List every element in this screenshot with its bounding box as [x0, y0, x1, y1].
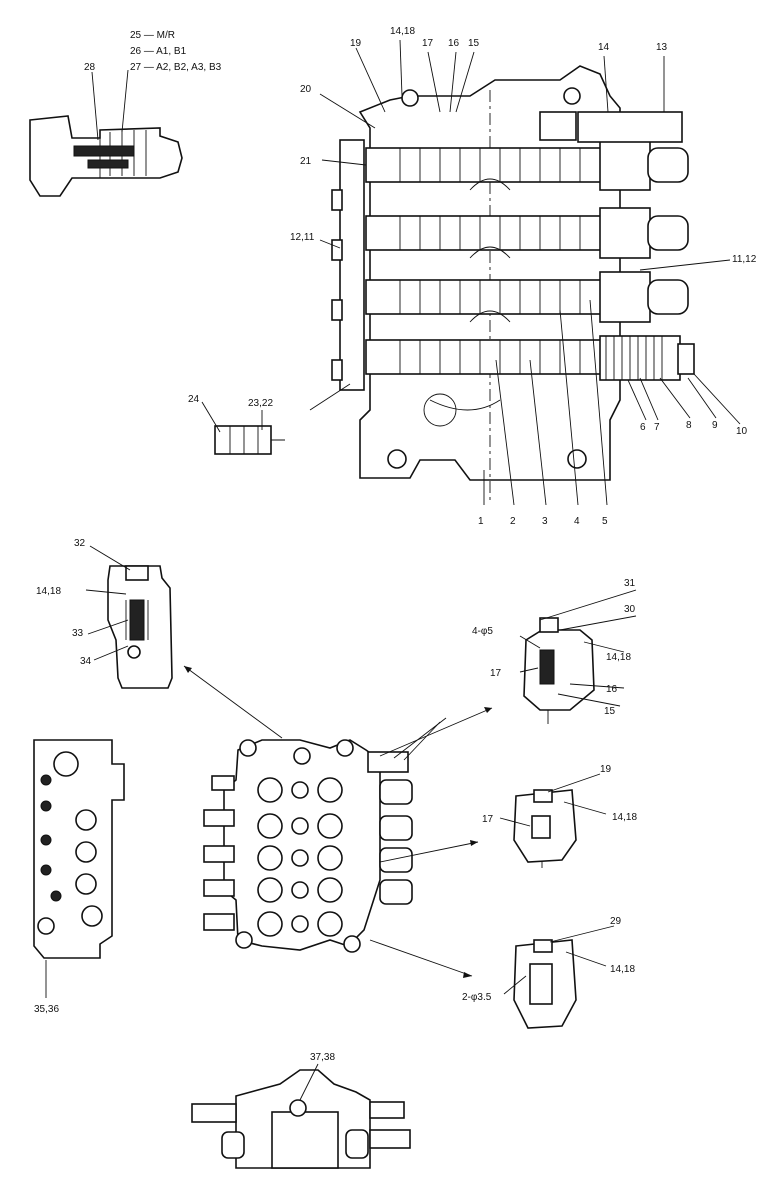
relief-valve-detail [29, 69, 183, 197]
callout-14-18-b: 14,18 [36, 586, 61, 597]
callout-9: 9 [712, 420, 718, 431]
callout-2-phi35: 2-φ3.5 [462, 992, 492, 1003]
callout-3: 3 [542, 516, 548, 527]
callout-14-18-e: 14,18 [610, 964, 635, 975]
callout-28: 28 [84, 62, 96, 73]
callout-14: 14 [598, 42, 610, 53]
reference-arrows [183, 665, 493, 978]
callout-6: 6 [640, 422, 646, 433]
callout-19: 19 [350, 38, 362, 49]
callout-35-36: 35,36 [34, 1004, 59, 1015]
callout-16-c: 16 [606, 684, 618, 695]
callout-5: 5 [602, 516, 608, 527]
callout-7: 7 [654, 422, 660, 433]
section-detail-right-lower [503, 925, 615, 1029]
callout-13: 13 [656, 42, 668, 53]
callout-16: 16 [448, 38, 460, 49]
callout-8: 8 [686, 420, 692, 431]
callout-4-phi5: 4-φ5 [472, 626, 493, 637]
callout-14-18-top: 14,18 [390, 26, 415, 37]
callout-2: 2 [510, 516, 516, 527]
spool-row-3 [365, 271, 689, 323]
callout-21: 21 [300, 156, 312, 167]
callout-33: 33 [72, 628, 84, 639]
bottom-view [191, 1063, 411, 1169]
callout-15: 15 [468, 38, 480, 49]
callout-14-18-c: 14,18 [606, 652, 631, 663]
callout-37-38: 37,38 [310, 1052, 335, 1063]
callout-24: 24 [188, 394, 200, 405]
side-view [33, 739, 125, 998]
spool-row-1 [365, 139, 689, 191]
section-detail-right-upper [519, 589, 637, 724]
callout-17-d: 17 [482, 814, 494, 825]
front-external-view [203, 739, 413, 953]
callout-29: 29 [610, 916, 622, 927]
section-detail-left [85, 545, 173, 689]
main-valve-section [331, 65, 695, 500]
callout-34: 34 [80, 656, 92, 667]
main-leader-lines [309, 39, 741, 506]
callout-30: 30 [624, 604, 636, 615]
plug-detail [201, 401, 285, 455]
spool-row-4 [365, 335, 695, 381]
spool-row-2 [365, 207, 689, 259]
callout-11-12: 11,12 [732, 254, 757, 265]
legend-27: 27 — A2, B2, A3, B3 [130, 62, 222, 73]
callout-17: 17 [422, 38, 434, 49]
callout-19-d: 19 [600, 764, 612, 775]
callout-15-c: 15 [604, 706, 616, 717]
section-detail-right-middle [499, 773, 607, 868]
legend-26: 26 — A1, B1 [130, 46, 187, 57]
callout-1: 1 [478, 516, 484, 527]
callout-32: 32 [74, 538, 86, 549]
legend-25: 25 — M/R [130, 30, 175, 41]
callout-12-11: 12,11 [290, 232, 315, 243]
callout-20: 20 [300, 84, 312, 95]
callout-10: 10 [736, 426, 748, 437]
callout-14-18-d: 14,18 [612, 812, 637, 823]
callout-23-22: 23,22 [248, 398, 273, 409]
callout-31: 31 [624, 578, 636, 589]
callout-4: 4 [574, 516, 580, 527]
callout-17-c: 17 [490, 668, 502, 679]
